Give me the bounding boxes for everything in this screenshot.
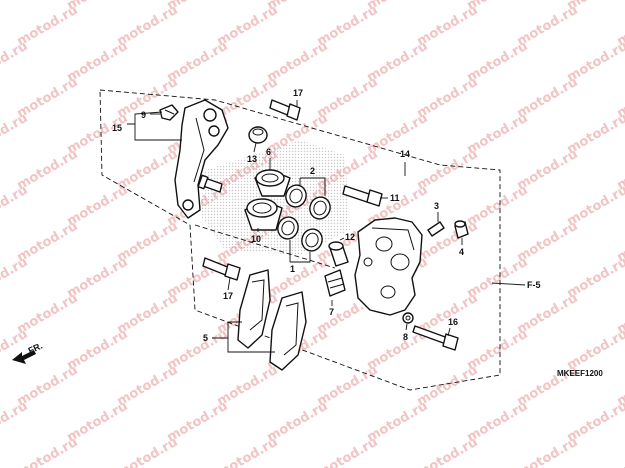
caliper-bracket [174,99,229,219]
watermark-text: motod.ru [115,435,181,468]
watermark-text: motod.ru [0,111,30,158]
washer [402,312,414,324]
watermark-text: motod.ru [0,327,30,374]
leader-lines [127,100,526,353]
watermark-text: motod.ru [215,435,281,468]
watermark-text: motod.ru [315,435,381,468]
pad-spring-clip [159,104,179,121]
callout-15: 15 [112,123,122,133]
watermark-text: motod.ru [0,183,30,230]
callout-9: 9 [141,110,146,120]
halftone-shading [200,140,350,255]
callout-10: 10 [251,234,261,244]
callout-labels: 15 9 17 13 6 2 10 1 11 14 12 3 4 7 8 16 … [112,88,603,378]
watermark-text: motod.ru [615,435,625,468]
bleeder-valve [427,221,445,237]
callout-4: 4 [459,247,464,257]
callout-17-lower: 17 [223,291,233,301]
diagram-code: MKEEF1200 [557,369,603,378]
callout-8: 8 [403,332,408,342]
bracket-pin [197,174,223,193]
callout-16: 16 [448,317,458,327]
callout-5: 5 [203,333,208,343]
bleeder-cap [454,220,469,239]
assembly-outline [99,89,501,391]
inner-outline [194,224,336,269]
callout-3: 3 [434,201,439,211]
callout-17-top: 17 [293,88,303,98]
caliper-pin-bolt [342,185,383,207]
piston-seal-rings [277,184,331,252]
reference-f5: F-5 [527,280,541,290]
callout-6: 6 [266,147,271,157]
caliper-body [354,217,423,316]
watermark-text: motod.ru [0,0,30,13]
caliper-pin [328,241,349,267]
watermark-text: motod.ru [0,399,30,446]
watermark-text: motod.ru [515,435,581,468]
watermark-text: motod.ru [0,255,30,302]
fr-label: FR. [27,341,44,356]
callout-13: 13 [247,154,257,164]
callout-7: 7 [329,307,334,317]
piston-upper [254,169,291,197]
callout-11: 11 [390,193,400,203]
pad-pin [412,325,459,351]
watermark-text: motod.ru [415,435,481,468]
caliper-bolt-lower [202,257,241,281]
brake-pad-outer [269,291,307,371]
callout-1: 1 [290,264,295,274]
callout-14: 14 [400,149,410,159]
piston-lower [244,198,283,231]
callout-12: 12 [345,232,355,242]
pin-boot [248,126,268,144]
watermark-text: motod.ru [15,435,81,468]
watermark-text: motod.ru [0,39,30,86]
caliper-bolt-top [269,99,301,121]
callout-2: 2 [310,166,315,176]
brake-pad-inner [237,269,271,349]
pad-retainer [324,269,346,297]
